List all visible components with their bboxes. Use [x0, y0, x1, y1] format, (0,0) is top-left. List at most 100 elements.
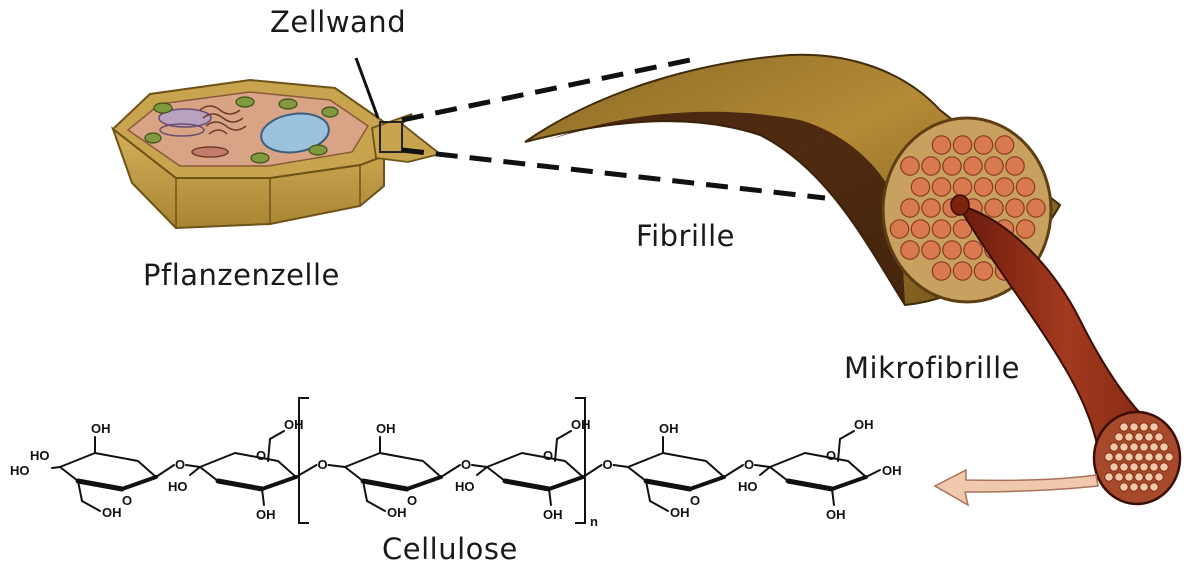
- ring-oxygen: O: [407, 493, 417, 508]
- cellulose-chain-dot: [1140, 423, 1148, 431]
- microfibril-dot: [1006, 157, 1024, 175]
- microfibril-dot: [1016, 220, 1034, 238]
- microfibril-dot: [890, 220, 908, 238]
- cellulose-chain-dot: [1155, 433, 1163, 441]
- microfibril-dot: [932, 136, 950, 154]
- microfibril-dot: [911, 220, 929, 238]
- label-fibrille: Fibrille: [636, 219, 735, 253]
- hydroxyl-group: OH: [376, 421, 396, 436]
- cellulose-chain-dot: [1120, 463, 1128, 471]
- cellulose-chain-dot: [1105, 453, 1113, 461]
- glycosidic-oxygen: O: [744, 457, 754, 472]
- microfibril-dot: [985, 199, 1003, 217]
- hydroxyl-group: OH: [284, 417, 304, 432]
- cellulose-chain-dot: [1130, 423, 1138, 431]
- microfibril-dot: [901, 199, 919, 217]
- hydroxyl-group: OH: [91, 421, 111, 436]
- plant-cell: [113, 58, 440, 228]
- hydroxyl-group: OH: [826, 507, 846, 522]
- cellulose-chain-dot: [1115, 453, 1123, 461]
- hydroxyl-group: OH: [854, 417, 874, 432]
- microfibril-dot: [974, 262, 992, 280]
- microfibril-dot: [953, 178, 971, 196]
- microfibril-dot: [1027, 199, 1045, 217]
- cellulose-chain-dot: [1145, 453, 1153, 461]
- cellulose-chain-dot: [1120, 483, 1128, 491]
- microfibril-dot: [943, 157, 961, 175]
- cellulose-chain-dot: [1130, 463, 1138, 471]
- cellulose-chain-dot: [1150, 443, 1158, 451]
- microfibril-dot: [1006, 199, 1024, 217]
- cellulose-chain-dot: [1140, 463, 1148, 471]
- cellulose-chain-dot: [1150, 423, 1158, 431]
- cellulose-chain-dot: [1105, 473, 1113, 481]
- microfibril-dot: [922, 241, 940, 259]
- label-pflanzenzelle: Pflanzenzelle: [143, 258, 340, 292]
- hydroxyl-group: OH: [256, 507, 276, 522]
- label-zellwand: Zellwand: [270, 5, 406, 39]
- microfibril-dot: [995, 178, 1013, 196]
- cellulose-chain-dot: [1140, 443, 1148, 451]
- hydroxyl-group: OH: [102, 505, 122, 520]
- cellulose-chain-dot: [1130, 483, 1138, 491]
- microfibril-dot: [985, 157, 1003, 175]
- microfibril-dot: [932, 178, 950, 196]
- cellulose-chain-dot: [1125, 473, 1133, 481]
- cellulose-chain-dot: [1125, 433, 1133, 441]
- cellulose-chain-dot: [1150, 483, 1158, 491]
- hydroxyl-group: HO: [10, 463, 30, 478]
- hydroxyl-group: HO: [30, 448, 50, 463]
- glycosidic-oxygen: O: [603, 457, 613, 472]
- microfibril-dot: [932, 262, 950, 280]
- cellulose-chain-dot: [1140, 483, 1148, 491]
- hydroxyl-group: HO: [738, 479, 758, 494]
- hydroxyl-group: OH: [543, 507, 563, 522]
- ring-oxygen: O: [256, 448, 266, 463]
- cellulose-chain-dot: [1120, 443, 1128, 451]
- cellulose-chain-dot: [1160, 443, 1168, 451]
- cellulose-chain-dot: [1120, 423, 1128, 431]
- ring-oxygen: O: [690, 493, 700, 508]
- microfibril-dot: [964, 241, 982, 259]
- hydroxyl-group: HO: [455, 479, 475, 494]
- glycosidic-oxygen: O: [461, 457, 471, 472]
- glycosidic-oxygen: O: [318, 457, 328, 472]
- cellulose-chain-dot: [1110, 463, 1118, 471]
- cellulose-chain-dot: [1135, 433, 1143, 441]
- microfibril-dot: [922, 199, 940, 217]
- hydroxyl-group: OH: [659, 421, 679, 436]
- hydroxyl-group: OH: [387, 505, 407, 520]
- cellulose-formula: OOHOHOOOHOHHOOOOHOHOOOHOHHOOOOHOHOOOHOHH…: [10, 398, 902, 529]
- cellulose-arrow: [935, 470, 1098, 505]
- microfibril-dot: [901, 157, 919, 175]
- microfibril-dot: [953, 262, 971, 280]
- cellulose-chain-dot: [1115, 433, 1123, 441]
- microfibril-dot: [943, 241, 961, 259]
- cellulose-chain-dot: [1110, 443, 1118, 451]
- cellulose-chain-dot: [1135, 453, 1143, 461]
- ring-oxygen: O: [122, 493, 132, 508]
- cellulose-chain-dot: [1145, 473, 1153, 481]
- microfibril-dot: [974, 178, 992, 196]
- ring-oxygen: O: [543, 448, 553, 463]
- microfibril-dot: [922, 157, 940, 175]
- cellulose-chain-dot: [1130, 443, 1138, 451]
- microfibril-dot: [974, 136, 992, 154]
- microfibril-dot: [901, 241, 919, 259]
- cellulose-chain-dot: [1145, 433, 1153, 441]
- cellulose-chain-dot: [1165, 453, 1173, 461]
- label-mikrofibrille: Mikrofibrille: [844, 351, 1020, 385]
- microfibril-dot: [1016, 178, 1034, 196]
- microfibril-dot: [932, 220, 950, 238]
- repeat-subscript: n: [590, 514, 598, 529]
- microfibril-dot: [911, 178, 929, 196]
- cellulose-chain-dot: [1155, 453, 1163, 461]
- cellulose-chain-dot: [1160, 463, 1168, 471]
- cellulose-chain-dot: [1155, 473, 1163, 481]
- microfibril-dot: [995, 136, 1013, 154]
- ring-oxygen: O: [826, 448, 836, 463]
- hydroxyl-group: OH: [882, 463, 902, 478]
- label-cellulose: Cellulose: [382, 532, 518, 566]
- hydroxyl-group: HO: [168, 479, 188, 494]
